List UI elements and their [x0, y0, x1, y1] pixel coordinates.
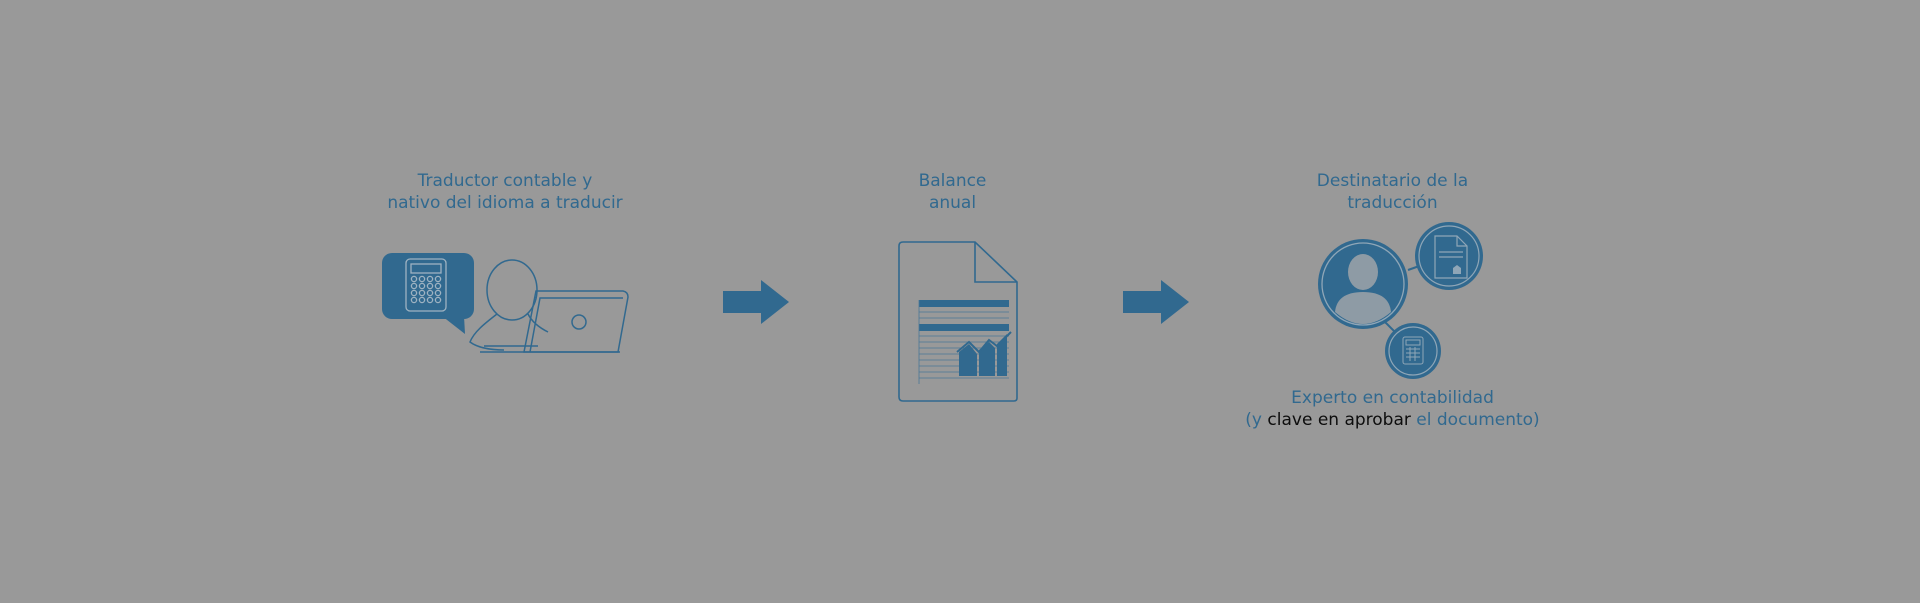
laptop-icon — [480, 290, 629, 353]
arrow-right-icon — [723, 280, 789, 324]
step-1-title-line-2: nativo del idioma a traducir — [387, 193, 623, 213]
user-network-icon — [1318, 222, 1483, 379]
caption-highlight: clave en aprobar — [1267, 410, 1411, 430]
step-1-title-line-1: Traductor contable y — [417, 171, 593, 191]
step-2-title-line-2: anual — [928, 193, 977, 213]
calculator-circle-icon — [1385, 323, 1441, 379]
calculator-icon — [405, 258, 447, 312]
user-avatar-icon — [1318, 239, 1408, 329]
step-3-caption-line-2: (y clave en aprobar el documento) — [1240, 409, 1545, 431]
arrow-right-icon — [1123, 280, 1189, 324]
document-with-chart-icon — [898, 241, 1018, 402]
chart-mini-icon — [956, 331, 1012, 376]
step-3-title-line-1: Destinatario de la — [1316, 171, 1469, 191]
caption-part-1: (y — [1245, 410, 1268, 430]
document-circle-icon — [1415, 222, 1483, 290]
step-1-title: Traductor contable y nativo del idioma a… — [380, 170, 630, 214]
person-icon — [469, 259, 549, 351]
step-2-title-line-1: Balance — [918, 171, 987, 191]
step-3-caption-line-1: Experto en contabilidad — [1291, 388, 1494, 408]
caption-part-3: el documento) — [1410, 410, 1540, 430]
step-3-caption: Experto en contabilidad (y clave en apro… — [1240, 387, 1545, 431]
step-3-title-line-2: traducción — [1347, 193, 1438, 213]
step-3-title: Destinatario de la traducción — [1290, 170, 1495, 214]
step-2-title: Balance anual — [880, 170, 1025, 214]
translator-icon — [382, 253, 629, 353]
